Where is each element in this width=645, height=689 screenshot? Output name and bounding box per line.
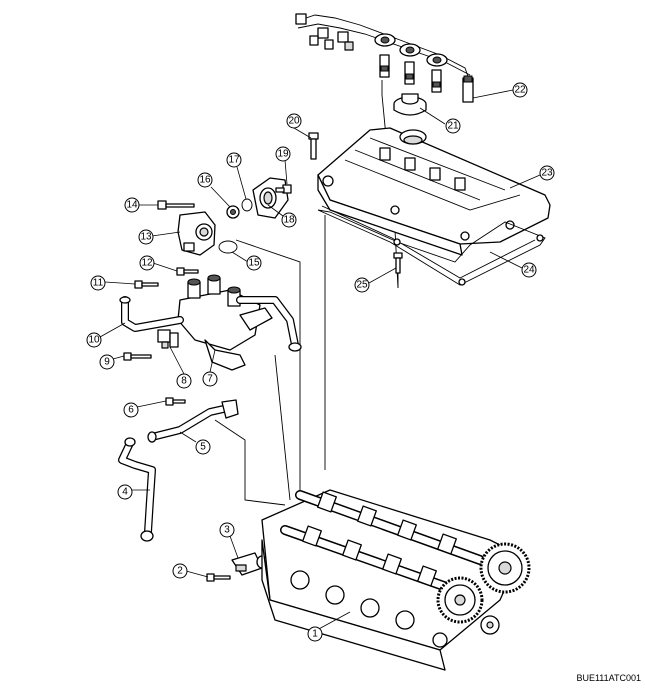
callout-23: 23 bbox=[539, 165, 555, 181]
svg-text:13: 13 bbox=[140, 232, 152, 243]
temperature-sensor bbox=[157, 329, 179, 349]
callout-4: 4 bbox=[117, 484, 133, 500]
small-bolts bbox=[123, 267, 199, 406]
svg-text:8: 8 bbox=[181, 376, 187, 387]
svg-text:10: 10 bbox=[88, 335, 100, 346]
callout-19: 19 bbox=[275, 146, 291, 162]
svg-text:25: 25 bbox=[356, 280, 368, 291]
callout-24: 24 bbox=[521, 262, 537, 278]
callout-9: 9 bbox=[99, 354, 115, 370]
callout-6: 6 bbox=[123, 402, 139, 418]
water-pipe bbox=[119, 296, 184, 332]
callout-22: 22 bbox=[512, 82, 528, 98]
callout-8: 8 bbox=[176, 373, 192, 389]
svg-text:3: 3 bbox=[224, 525, 230, 536]
callout-12: 12 bbox=[139, 255, 155, 271]
svg-text:2: 2 bbox=[177, 566, 183, 577]
water-hose-lower bbox=[118, 437, 156, 542]
head-cover-gasket bbox=[317, 205, 546, 286]
callout-15: 15 bbox=[246, 255, 262, 271]
svg-text:15: 15 bbox=[248, 258, 260, 269]
svg-text:12: 12 bbox=[141, 258, 153, 269]
camshaft-position-sensor bbox=[206, 552, 268, 582]
svg-text:24: 24 bbox=[523, 265, 535, 276]
thermostat-housing-group bbox=[157, 200, 238, 256]
callout-18: 18 bbox=[281, 212, 297, 228]
svg-text:23: 23 bbox=[541, 168, 553, 179]
svg-text:9: 9 bbox=[104, 357, 110, 368]
svg-text:14: 14 bbox=[126, 200, 138, 211]
svg-text:1: 1 bbox=[312, 629, 318, 640]
ignition-coil-harness bbox=[295, 13, 474, 103]
callout-14: 14 bbox=[124, 197, 140, 213]
oil-filler-cap bbox=[393, 93, 427, 116]
svg-text:21: 21 bbox=[447, 121, 459, 132]
water-hose-upper bbox=[147, 399, 239, 443]
svg-text:4: 4 bbox=[122, 487, 128, 498]
callout-11: 11 bbox=[90, 275, 106, 291]
callout-21: 21 bbox=[445, 118, 461, 134]
reference-code: BUE111ATC001 bbox=[576, 673, 641, 683]
callout-20: 20 bbox=[286, 113, 302, 129]
callout-2: 2 bbox=[172, 563, 188, 579]
cylinder-head-cover bbox=[317, 127, 551, 256]
callout-10: 10 bbox=[86, 332, 102, 348]
callout-13: 13 bbox=[138, 229, 154, 245]
svg-text:6: 6 bbox=[128, 405, 134, 416]
svg-text:18: 18 bbox=[283, 215, 295, 226]
svg-text:5: 5 bbox=[200, 442, 206, 453]
svg-text:7: 7 bbox=[207, 374, 213, 385]
svg-text:19: 19 bbox=[277, 149, 289, 160]
leader-lines bbox=[99, 89, 541, 631]
cover-bolts bbox=[308, 132, 403, 274]
callout-16: 16 bbox=[197, 172, 213, 188]
svg-text:16: 16 bbox=[199, 175, 211, 186]
svg-text:22: 22 bbox=[514, 85, 526, 96]
svg-text:17: 17 bbox=[228, 155, 240, 166]
callout-5: 5 bbox=[195, 439, 211, 455]
callout-3: 3 bbox=[219, 522, 235, 538]
cylinder-head-assembly bbox=[261, 489, 531, 671]
callout-17: 17 bbox=[226, 152, 242, 168]
water-outlet-group bbox=[226, 177, 292, 219]
callout-25: 25 bbox=[354, 277, 370, 293]
callout-1: 1 bbox=[307, 626, 323, 642]
water-outlet-manifold bbox=[177, 274, 302, 371]
callout-7: 7 bbox=[202, 371, 218, 387]
svg-text:20: 20 bbox=[288, 116, 300, 127]
svg-text:11: 11 bbox=[93, 278, 104, 289]
